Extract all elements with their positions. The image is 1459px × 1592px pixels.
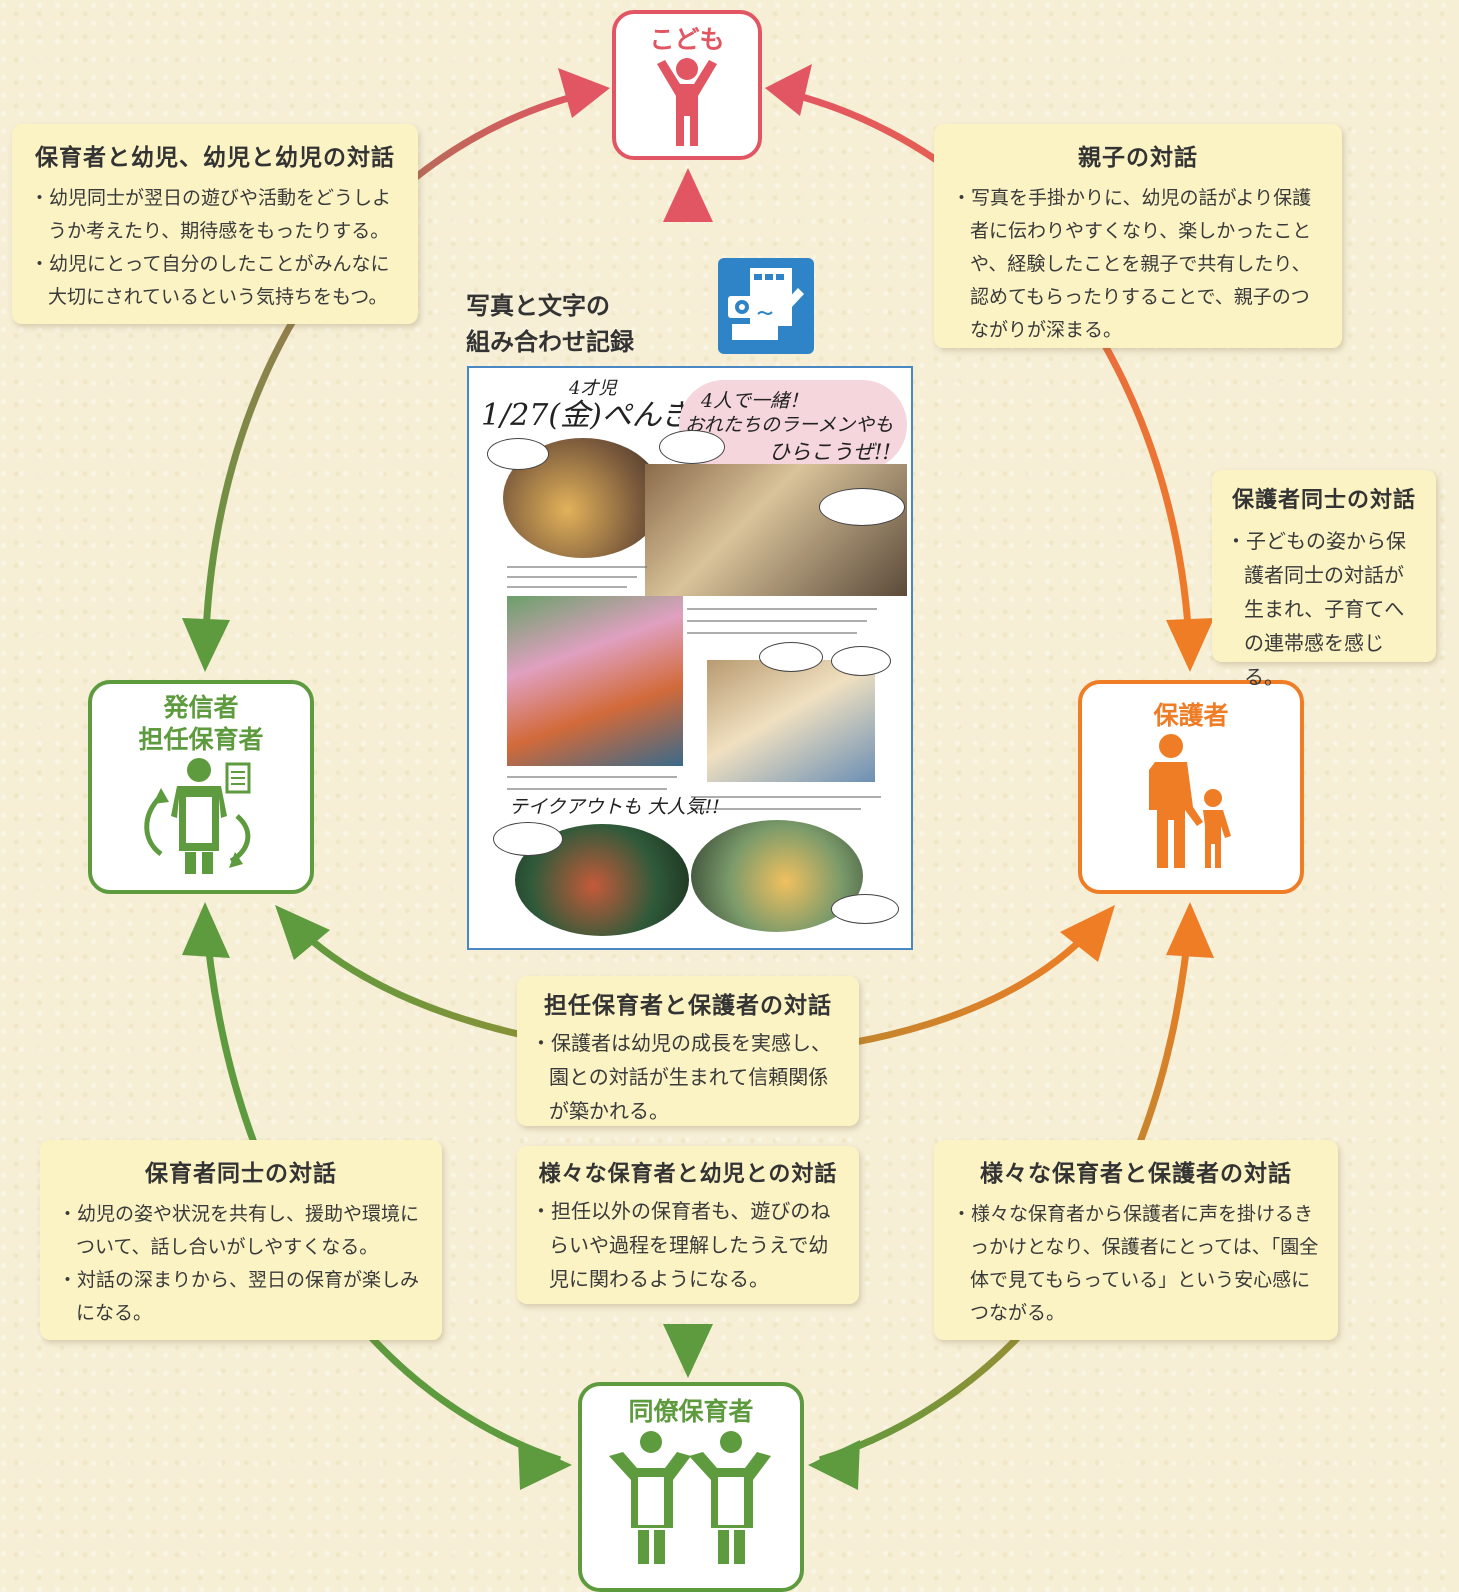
record-title-line1: 写真と文字の <box>466 292 610 320</box>
arrowhead <box>518 1440 572 1490</box>
box-item: 保護者は幼児の成長を実感し、園との対話が生まれて信頼関係が築かれる。 <box>531 1026 845 1128</box>
box-title: 保護者同士の対話 <box>1231 488 1416 513</box>
photo-2 <box>645 464 907 596</box>
photo-headline-2: おれたちのラーメンやも <box>685 414 894 436</box>
speech-bubble <box>659 430 725 464</box>
arrowhead <box>275 905 330 960</box>
handwritten-note <box>687 608 877 610</box>
box-item: 様々な保育者から保護者に声を掛けるきっかけとなり、保護者にとっては、「園全体で見… <box>952 1198 1320 1330</box>
box-item: 子どもの姿から保護者同士の対話が生まれ、子育てへの連帯感を感じる。 <box>1226 524 1422 694</box>
box-teacher-child-dialogue: 保育者と幼児、幼児と幼児の対話 幼児同士が翌日の遊びや活動をどうしようか考えたり… <box>12 124 418 324</box>
photo-4 <box>707 660 875 782</box>
record-title: 写真と文字の 組み合わせ記録 <box>466 288 634 360</box>
camera-writing-icon <box>718 258 814 354</box>
handwritten-note <box>687 632 857 634</box>
node-teacher: 発信者 担任保育者 <box>88 680 314 894</box>
photo-takeout: テイクアウトも 大人気!! <box>509 796 720 818</box>
speech-bubble <box>759 642 823 672</box>
handwritten-note <box>507 586 627 588</box>
node-teacher-line1: 発信者 <box>163 693 239 722</box>
handwritten-note <box>507 566 647 568</box>
box-item: 対話の深まりから、翌日の保育が楽しみになる。 <box>58 1264 424 1330</box>
child-figure-icon <box>657 58 717 146</box>
box-item: 幼児にとって自分のしたことがみんなに大切にされているという気持ちをもつ。 <box>30 248 400 314</box>
arrowhead <box>1166 618 1214 672</box>
speech-bubble <box>831 646 891 676</box>
box-various-teachers-child-dialogue: 様々な保育者と幼児との対話 担任以外の保育者も、遊びのねらいや過程を理解したうえ… <box>517 1146 859 1304</box>
node-parent-label: 保護者 <box>1153 701 1229 730</box>
speech-bubble <box>487 438 549 470</box>
parent-and-child-icon <box>1149 734 1231 868</box>
speech-bubble <box>819 488 905 526</box>
record-title-line2: 組み合わせ記録 <box>466 328 634 356</box>
handwritten-note <box>687 620 867 622</box>
arrowhead <box>182 902 230 958</box>
arrowhead <box>808 1440 860 1490</box>
box-title: 様々な保育者と保護者の対話 <box>980 1161 1292 1187</box>
box-item: 写真を手掛かりに、幼児の話がより保護者に伝わりやすくなり、楽しかったことや、経験… <box>952 182 1324 347</box>
box-parents-dialogue: 保護者同士の対話 子どもの姿から保護者同士の対話が生まれ、子育てへの連帯感を感じ… <box>1212 470 1436 689</box>
arrowhead <box>663 168 713 222</box>
box-title: 様々な保育者と幼児との対話 <box>538 1162 838 1187</box>
box-title: 担任保育者と保護者の対話 <box>544 993 832 1019</box>
photo-age: 4才児 <box>569 378 617 399</box>
box-various-teachers-parent-dialogue: 様々な保育者と保護者の対話 様々な保育者から保護者に声を掛けるきっかけとなり、保… <box>934 1140 1338 1340</box>
box-title: 保育者と幼児、幼児と幼児の対話 <box>35 145 395 171</box>
box-item: 担任以外の保育者も、遊びのねらいや過程を理解したうえで幼児に関わるようになる。 <box>531 1194 845 1296</box>
arrowhead <box>663 1324 713 1378</box>
handwritten-note <box>507 788 667 790</box>
photo-record-page: 1/27(金)ぺんぎん組 4才児 4人で一緒！ おれたちのラーメンやも ひらこう… <box>467 366 913 950</box>
speech-bubble <box>493 822 563 856</box>
node-teacher-line2: 担任保育者 <box>138 725 264 754</box>
box-title: 保育者同士の対話 <box>145 1161 337 1187</box>
photo-headline-1: 4人で一緒！ <box>701 390 809 412</box>
box-teacher-parent-dialogue: 担任保育者と保護者の対話 保護者は幼児の成長を実感し、園との対話が生まれて信頼関… <box>517 976 859 1126</box>
box-teachers-dialogue: 保育者同士の対話 幼児の姿や状況を共有し、援助や環境について、話し合いがしやすく… <box>40 1140 442 1340</box>
handwritten-note <box>507 776 677 778</box>
arrowhead <box>1166 902 1214 958</box>
box-title: 親子の対話 <box>1078 145 1198 171</box>
photo-headline-3: ひらこうぜ!! <box>769 440 891 464</box>
arrowhead <box>1060 905 1115 962</box>
box-item: 幼児の姿や状況を共有し、援助や環境について、話し合いがしやすくなる。 <box>58 1198 424 1264</box>
handwritten-note <box>691 796 881 798</box>
arrowhead <box>182 618 230 672</box>
colleague-teachers-icon <box>609 1431 771 1564</box>
handwritten-note <box>691 808 861 810</box>
arrowhead <box>558 68 610 118</box>
node-colleague: 同僚保育者 <box>578 1382 804 1592</box>
speech-bubble <box>831 894 899 924</box>
node-colleague-label: 同僚保育者 <box>628 1397 754 1426</box>
box-parent-child-dialogue: 親子の対話 写真を手掛かりに、幼児の話がより保護者に伝わりやすくなり、楽しかった… <box>934 124 1342 348</box>
node-parent: 保護者 <box>1078 680 1304 894</box>
teacher-with-tablet-icon <box>144 758 251 874</box>
arrowhead <box>765 64 812 116</box>
node-child-label: こども <box>649 25 725 54</box>
node-child: こども <box>612 10 762 160</box>
photo-3 <box>507 596 683 766</box>
box-item: 幼児同士が翌日の遊びや活動をどうしようか考えたり、期待感をもったりする。 <box>30 182 400 248</box>
handwritten-note <box>507 576 637 578</box>
